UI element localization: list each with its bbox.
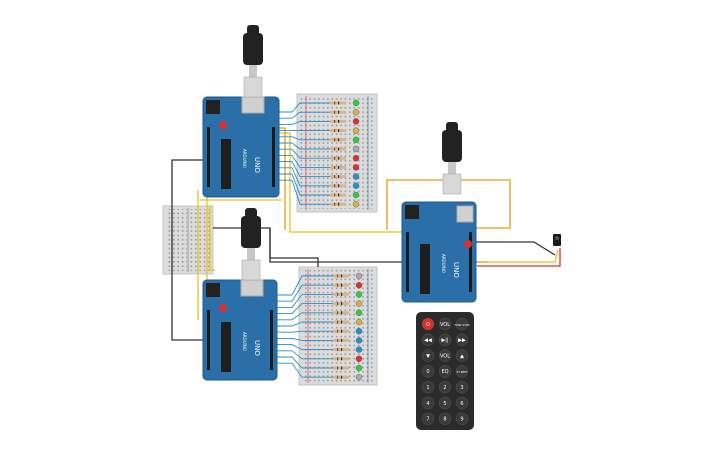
usb-cable-icon — [242, 24, 264, 98]
breadboard-bottom — [298, 266, 378, 386]
remote-button-label: EQ — [441, 369, 448, 375]
led[interactable] — [355, 272, 363, 280]
led[interactable] — [352, 127, 360, 134]
led[interactable] — [352, 191, 360, 199]
remote-button[interactable]: ◀◀ — [421, 333, 435, 347]
led[interactable] — [352, 99, 360, 107]
led[interactable] — [352, 136, 360, 144]
remote-button[interactable]: 6 — [455, 396, 469, 410]
remote-button-label: ◀◀ — [424, 338, 432, 344]
remote-button-label: 6 — [460, 401, 463, 407]
remote-button[interactable]: EQ — [438, 365, 452, 378]
remote-button-label: VOL — [440, 322, 450, 328]
led[interactable] — [352, 154, 360, 162]
remote-button[interactable]: 9 — [455, 412, 469, 426]
remote-button-label: ▶|| — [441, 338, 449, 344]
remote-button-label: FUNC STOP — [455, 323, 470, 327]
ir-receiver[interactable] — [553, 234, 561, 246]
led[interactable] — [352, 118, 360, 125]
led[interactable] — [355, 291, 363, 298]
led[interactable] — [352, 164, 360, 171]
remote-button[interactable]: ST REPT — [455, 365, 469, 378]
remote-button-label: 0 — [426, 369, 429, 375]
led[interactable] — [355, 300, 363, 307]
remote-button[interactable]: 2 — [438, 380, 452, 394]
led[interactable] — [352, 182, 360, 190]
led[interactable] — [355, 374, 363, 381]
led[interactable] — [355, 355, 363, 362]
led[interactable] — [352, 145, 360, 153]
remote-button-label: 1 — [426, 385, 429, 391]
remote-button-label: ⏻ — [426, 322, 430, 328]
remote-button-label: 8 — [443, 417, 446, 423]
remote-button[interactable]: 3 — [455, 380, 469, 394]
led[interactable] — [355, 337, 363, 344]
remote-button[interactable]: 1 — [421, 380, 435, 394]
remote-button-label: ▼ — [426, 353, 430, 359]
breadboard-left — [162, 205, 214, 275]
remote-button[interactable]: 4 — [421, 396, 435, 410]
led[interactable] — [352, 173, 360, 180]
board-logo: ARDUINO — [242, 149, 247, 168]
led[interactable] — [355, 328, 363, 335]
arduino-uno-right[interactable]: UNO ARDUINO — [401, 201, 477, 303]
remote-button[interactable]: 0 — [421, 365, 435, 378]
signal-wires — [274, 102, 333, 378]
remote-button-label: 9 — [460, 417, 463, 423]
usb-cable-icon — [441, 121, 463, 195]
arduino-uno-bottom-left[interactable]: UNO ARDUINO — [202, 279, 278, 381]
led[interactable] — [355, 282, 363, 289]
remote-button-label: 2 — [443, 385, 446, 391]
board-label: UNO — [452, 262, 460, 278]
usb-cable-icon — [240, 207, 262, 281]
remote-button-label: 7 — [426, 417, 429, 423]
board-logo: ARDUINO — [242, 332, 247, 351]
remote-button[interactable]: VOL — [438, 317, 452, 331]
board-label: UNO — [253, 157, 261, 173]
remote-button[interactable]: ▶|| — [438, 333, 452, 347]
remote-button[interactable]: ▲ — [455, 349, 469, 362]
led[interactable] — [355, 318, 363, 326]
remote-button[interactable]: 8 — [438, 412, 452, 426]
remote-button-label: ▲ — [460, 353, 464, 359]
remote-button-label: 4 — [426, 401, 429, 407]
arduino-uno-top-left[interactable]: UNO ARDUINO — [202, 96, 280, 198]
led[interactable] — [352, 108, 360, 116]
board-label: UNO — [253, 340, 261, 356]
remote-button-label: 3 — [460, 385, 463, 391]
remote-button[interactable]: 5 — [438, 396, 452, 410]
board-logo: ARDUINO — [441, 254, 446, 273]
led[interactable] — [355, 346, 363, 353]
resistor-led-column-bottom — [333, 272, 363, 381]
led[interactable] — [352, 200, 360, 208]
led[interactable] — [355, 364, 363, 372]
remote-button-label: ▶▶ — [458, 338, 466, 344]
remote-button[interactable]: FUNC STOP — [455, 317, 470, 331]
ir-remote[interactable]: ⏻ VOL FUNC STOP ◀◀ ▶|| ▶▶ ▼ VOL ▲ 0 EQ ST REPT 1 2 3 4 5… — [416, 312, 474, 430]
remote-button[interactable]: ⏻ — [421, 317, 435, 331]
remote-button-label: VOL — [440, 353, 450, 359]
remote-button-label: 5 — [443, 401, 446, 407]
led[interactable] — [355, 309, 363, 316]
remote-button-label: ST REPT — [457, 370, 468, 374]
resistor-led-column-top — [330, 99, 360, 208]
remote-button[interactable]: ▼ — [421, 349, 435, 362]
remote-button[interactable]: ▶▶ — [455, 333, 469, 347]
remote-button[interactable]: 7 — [421, 412, 435, 426]
remote-button[interactable]: VOL — [438, 349, 452, 362]
